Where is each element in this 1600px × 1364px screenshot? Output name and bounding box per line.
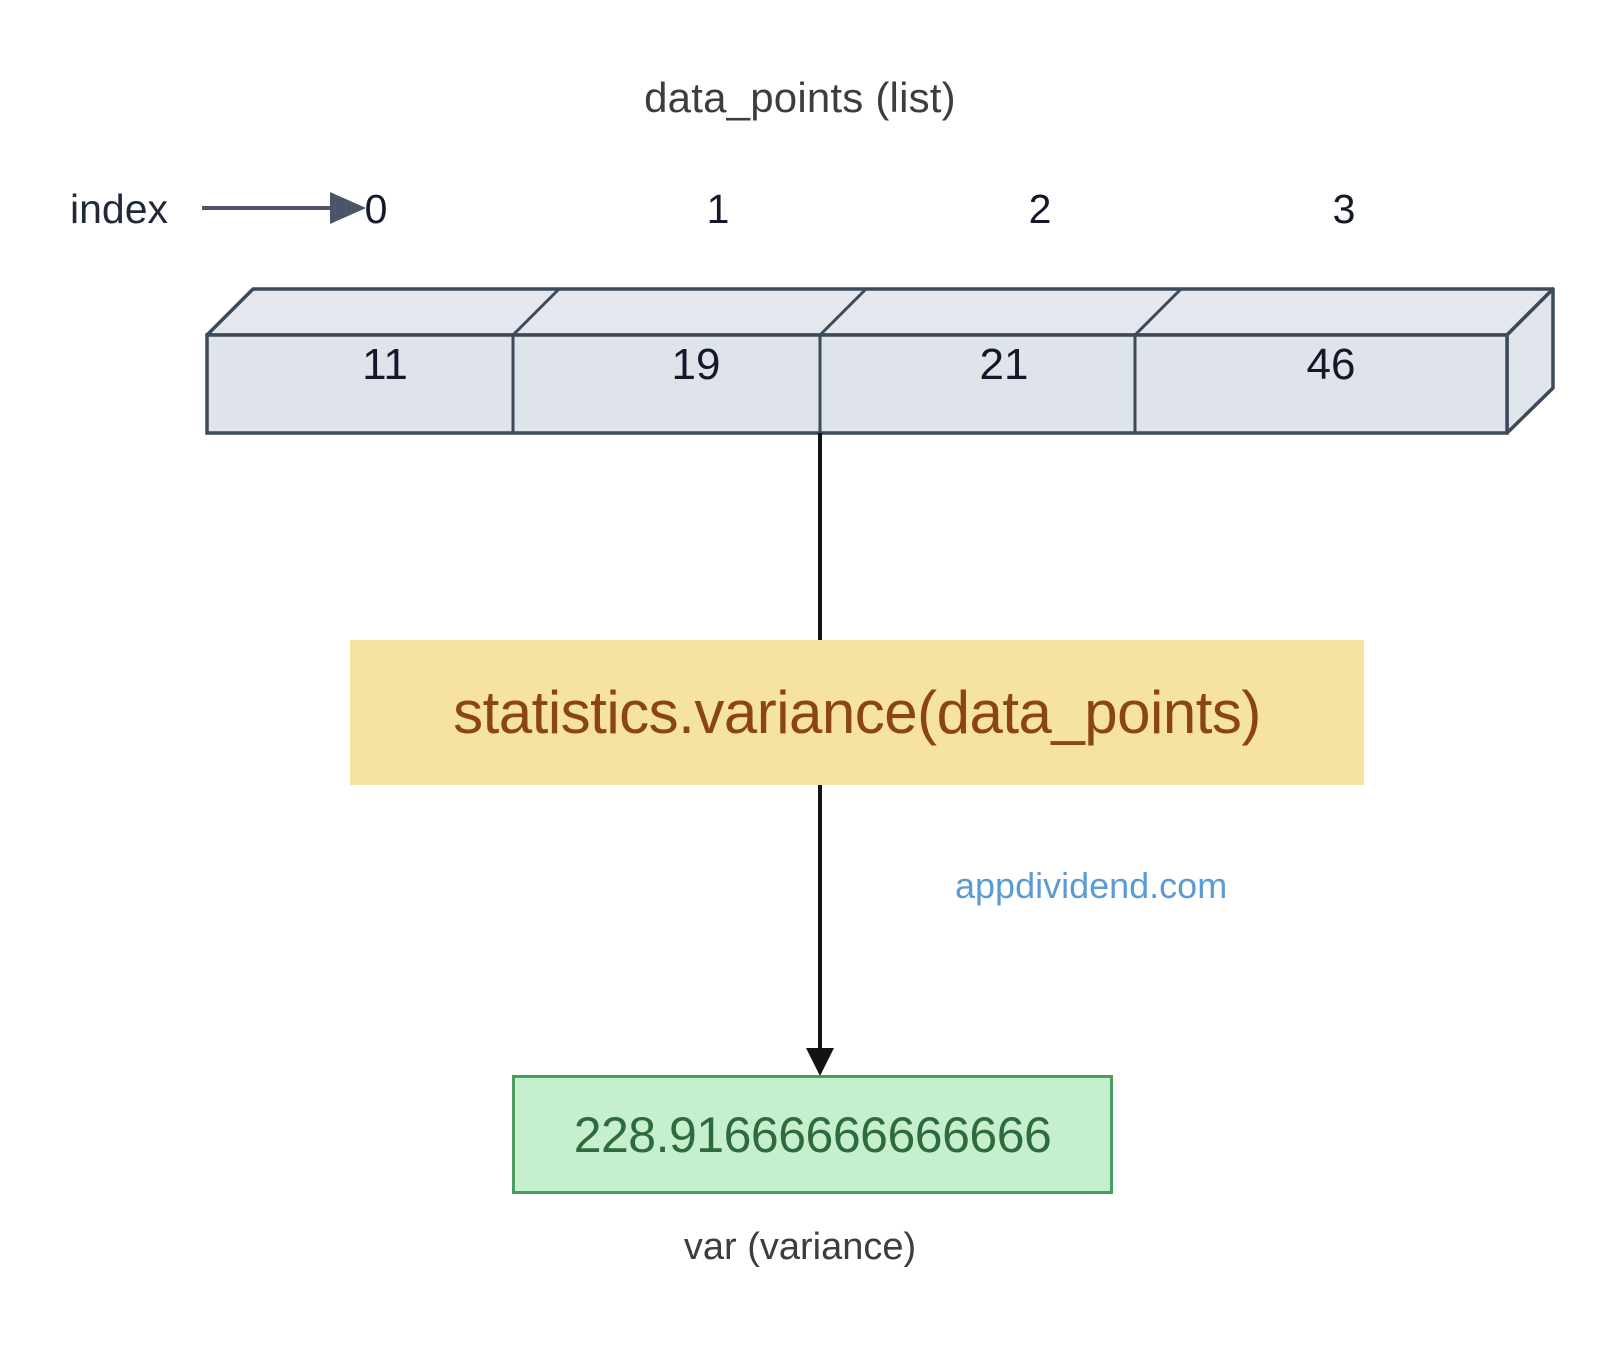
array-cell-value-2: 21 [979, 340, 1029, 389]
list-title: data_points (list) [644, 74, 956, 121]
array-top-divider-1 [511, 287, 561, 337]
array-cell-value-1: 19 [671, 340, 721, 389]
array-top-divider-2 [818, 287, 868, 337]
result-caption: var (variance) [683, 1226, 917, 1268]
index-number-1: 1 [706, 186, 730, 232]
array-cell-value-0: 11 [362, 340, 408, 389]
array-front-face [205, 333, 1509, 435]
watermark-text: appdividend.com [955, 865, 1228, 906]
function-call-label: statistics.variance(data_points) [453, 679, 1261, 746]
index-label: index [70, 186, 169, 232]
result-value: 228.91666666666666 [573, 1106, 1052, 1163]
index-number-3: 3 [1332, 186, 1356, 232]
index-number-2: 2 [1028, 186, 1052, 232]
array-cell-value-3: 46 [1306, 340, 1356, 389]
array-top-divider-3 [1133, 287, 1183, 337]
result-box: 228.91666666666666 [512, 1075, 1113, 1194]
function-call-box: statistics.variance(data_points) [350, 640, 1364, 785]
index-number-0: 0 [364, 186, 388, 232]
array-top-face [205, 287, 1555, 337]
